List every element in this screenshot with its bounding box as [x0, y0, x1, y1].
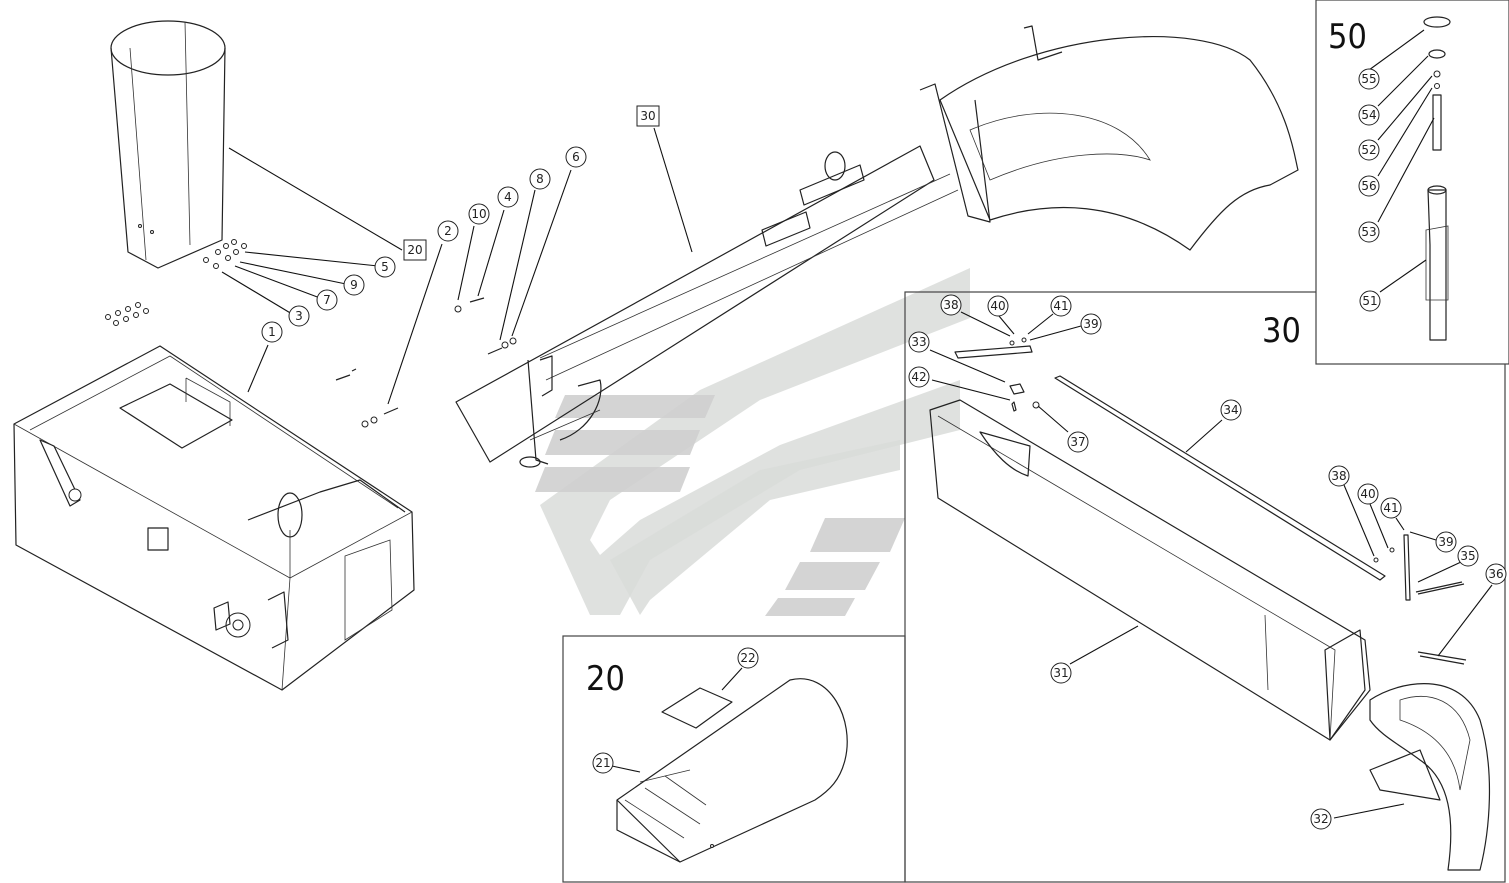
callout-38-upper-text: 38	[943, 298, 958, 312]
callout-39-lower-text: 39	[1438, 535, 1453, 549]
callout-7-text: 7	[323, 293, 331, 307]
callout-5: 5	[374, 256, 396, 278]
callout-9: 9	[343, 274, 365, 296]
callout-4: 4	[497, 186, 519, 208]
callout-10-text: 10	[471, 207, 486, 221]
chute-assembly	[455, 25, 1299, 468]
group-label-30: 30	[1262, 311, 1301, 351]
callout-33-text: 33	[911, 335, 926, 349]
callout-53: 53	[1358, 221, 1380, 243]
callout-4-text: 4	[504, 190, 512, 204]
group-label-50: 50	[1328, 17, 1367, 57]
callout-52-text: 52	[1361, 143, 1376, 157]
callout-10: 10	[468, 203, 490, 225]
callout-42: 42	[908, 366, 930, 388]
hopper-tube	[110, 20, 226, 269]
panel-30-parts	[929, 337, 1491, 871]
group-label-20: 20	[586, 659, 625, 699]
callout-34: 34	[1220, 399, 1242, 421]
callout-51: 51	[1359, 290, 1381, 312]
callout-33: 33	[908, 331, 930, 353]
callout-40-lower: 40	[1357, 483, 1379, 505]
callout-56-text: 56	[1361, 179, 1376, 193]
callout-22-text: 22	[740, 651, 755, 665]
callout-1: 1	[261, 321, 283, 343]
watermark-logo	[535, 268, 970, 616]
callout-32: 32	[1310, 808, 1332, 830]
callout-39-upper-text: 39	[1083, 317, 1098, 331]
callout-34-text: 34	[1223, 403, 1238, 417]
callout-40-lower-text: 40	[1360, 487, 1375, 501]
callout-32-text: 32	[1313, 812, 1328, 826]
callout-54-text: 54	[1361, 108, 1376, 122]
callout-38-lower-text: 38	[1331, 469, 1346, 483]
callout-42-text: 42	[911, 370, 926, 384]
callout-21-text: 21	[595, 756, 610, 770]
callout-6: 6	[565, 146, 587, 168]
panel-50-frame	[1315, 0, 1509, 365]
callout-7: 7	[316, 289, 338, 311]
callout-53-text: 53	[1361, 225, 1376, 239]
panels	[562, 0, 1509, 883]
callout-31: 31	[1050, 662, 1072, 684]
callout-41-upper: 41	[1050, 295, 1072, 317]
boxed-ref-30: 30	[636, 105, 660, 127]
callout-41-lower-text: 41	[1383, 501, 1398, 515]
boxed-ref-20: 20	[403, 239, 427, 261]
callout-39-lower: 39	[1435, 531, 1457, 553]
callout-21: 21	[592, 752, 614, 774]
callout-51-text: 51	[1362, 294, 1377, 308]
callout-6-text: 6	[572, 150, 580, 164]
callout-40-upper: 40	[987, 295, 1009, 317]
callout-36: 36	[1485, 563, 1507, 585]
main-housing	[13, 345, 415, 691]
panel-20-frame	[562, 635, 906, 883]
callout-8: 8	[529, 168, 551, 190]
callout-2-text: 2	[444, 224, 452, 238]
callout-3: 3	[288, 305, 310, 327]
callout-2: 2	[437, 220, 459, 242]
callout-5-text: 5	[381, 260, 389, 274]
panel-50-parts	[1423, 16, 1451, 341]
callout-38-lower: 38	[1328, 465, 1350, 487]
callout-38-upper: 38	[940, 294, 962, 316]
callout-52: 52	[1358, 139, 1380, 161]
callout-39-upper: 39	[1080, 313, 1102, 335]
callout-9-text: 9	[350, 278, 358, 292]
leader-lines	[221, 29, 1493, 819]
callout-36-text: 36	[1488, 567, 1503, 581]
callout-40-upper-text: 40	[990, 299, 1005, 313]
callout-31-text: 31	[1053, 666, 1068, 680]
callout-35: 35	[1457, 545, 1479, 567]
callout-35-text: 35	[1460, 549, 1475, 563]
callout-56: 56	[1358, 175, 1380, 197]
callout-1-text: 1	[268, 325, 276, 339]
callout-37-text: 37	[1070, 435, 1085, 449]
callout-3-text: 3	[295, 309, 303, 323]
boxed-ref-30-text: 30	[640, 109, 655, 123]
callout-41-upper-text: 41	[1053, 299, 1068, 313]
callout-8-text: 8	[536, 172, 544, 186]
callout-41-lower: 41	[1380, 497, 1402, 519]
loose-fasteners-left	[105, 239, 517, 428]
callout-55-text: 55	[1361, 72, 1376, 86]
callout-37: 37	[1067, 431, 1089, 453]
funnel-20	[616, 678, 848, 863]
callout-22: 22	[737, 647, 759, 669]
callout-54: 54	[1358, 104, 1380, 126]
panel-30-frame	[904, 291, 1506, 883]
callout-55: 55	[1358, 68, 1380, 90]
boxed-ref-20-text: 20	[407, 243, 422, 257]
